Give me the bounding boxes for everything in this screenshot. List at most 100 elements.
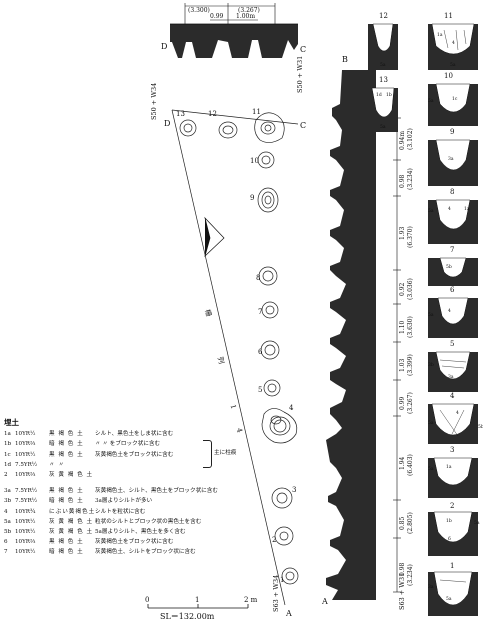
pit11-layer-4: 4 — [452, 40, 455, 46]
legend-brace-note: 主に柱痕 — [214, 450, 237, 456]
pit-plan-11 — [254, 112, 285, 143]
pit8-layer-4: 4 — [448, 206, 451, 212]
pit4-layer-5a: 5a — [428, 420, 434, 426]
pit13-layer-1b: 1b — [386, 92, 392, 98]
pit8-layer-1a: 1a — [464, 206, 470, 212]
dim-ab-2: (3.102) — [407, 128, 414, 150]
pit1-layer-5a: 5a — [446, 596, 452, 602]
pit-plan-13 — [179, 119, 197, 137]
plan-label-a: A — [285, 609, 292, 618]
pit-section-number-3: 3 — [450, 446, 454, 454]
dim-ab-10: (3.630) — [407, 316, 414, 338]
pit-plan-9 — [257, 187, 279, 213]
pit-number-7: 7 — [258, 308, 262, 316]
scale-bar: 0 1 2 m SL＝132.00m — [145, 596, 258, 621]
pit8-layer-5a: 5a — [428, 208, 434, 214]
section-ab-dimension-line — [393, 117, 401, 593]
pit5-layer-3a: 3a — [448, 374, 454, 380]
pit6-layer-4: 4 — [448, 308, 451, 314]
pit-section-number-10: 10 — [444, 72, 453, 80]
plan-label-d: D — [164, 119, 170, 128]
pit-section-3 — [428, 457, 478, 498]
dim-ab-8: (3.036) — [407, 278, 414, 300]
pit11-layer-1a: 1a — [437, 32, 443, 38]
section-ab: B A 0.94m (3.102) 0.98 (3.234) 1.93 (6.3… — [321, 55, 414, 606]
plan-pit-numbers: 1 2 3 4 5 6 7 8 9 10 11 12 13 — [176, 108, 296, 584]
dim-ab-7: 0.92 — [399, 282, 406, 296]
pit-section-number-5: 5 — [450, 340, 454, 348]
dim-ab-19: 0.98 — [399, 562, 406, 576]
dim-ab-1: 0.94m — [399, 131, 406, 150]
section-ab-label-a: A — [321, 597, 328, 606]
pit-plan-5 — [263, 379, 281, 397]
pit7-layer-5b: 5b — [446, 264, 452, 270]
pit-number-2: 2 — [272, 536, 276, 544]
pit-section-number-12: 12 — [379, 12, 388, 20]
pit-number-11: 11 — [252, 108, 261, 116]
section-ab-profile — [326, 70, 376, 600]
pit9-layer-3a: 3a — [448, 156, 454, 162]
pit-section-1 — [428, 571, 478, 616]
section-cd-label-c: C — [300, 45, 306, 54]
pit13-layer-5a: 5a — [380, 124, 386, 130]
dim-cd-2: 0.99 — [210, 13, 224, 20]
pit-plan-10 — [257, 151, 275, 169]
dim-ab-17: 0.85 — [399, 516, 406, 530]
dim-cd-1: (3.300) — [188, 7, 210, 14]
pit-number-6: 6 — [258, 348, 263, 356]
dim-ab-15: 1.94 — [399, 456, 406, 470]
pit-plan-1 — [281, 567, 299, 585]
pit-section-8 — [428, 199, 478, 244]
plan-label-c: C — [300, 121, 306, 130]
pit-number-3: 3 — [292, 486, 296, 494]
pit-section-10 — [428, 83, 478, 126]
dim-ab-16: (6.403) — [407, 454, 414, 476]
dim-ab-14: (3.267) — [407, 392, 414, 414]
dim-ab-5: 1.93 — [399, 226, 406, 240]
dim-ab-12: (3.399) — [407, 354, 414, 376]
pit10-layer-1c: 1c — [452, 96, 458, 102]
pit-number-10: 10 — [250, 157, 259, 165]
section-ab-dimensions: 0.94m (3.102) 0.98 (3.234) 1.93 (6.370) … — [399, 128, 414, 586]
north-arrow-icon — [204, 216, 225, 258]
pit5-layer-3b: 3b — [428, 362, 434, 368]
section-ab-label-b: B — [342, 55, 348, 64]
pit4-layer-4: 4 — [456, 410, 459, 416]
grid-label-se: S63 + W31 — [398, 573, 406, 610]
pit-section-number-8: 8 — [450, 188, 454, 196]
pit11-layer-5a: 5a — [450, 62, 456, 68]
elevation-label: SL＝132.00m — [160, 612, 215, 621]
pit-sections: 12 5a 13 1d 1b 5a 11 1a 4 5a 10 5a 1c — [368, 12, 483, 616]
pit3-layer-5a: 5a — [428, 466, 434, 472]
pit-section-7 — [428, 257, 478, 286]
pit-number-9: 9 — [250, 194, 254, 202]
pit-section-5 — [428, 351, 478, 392]
dim-cd-3: (3.267) — [238, 7, 260, 14]
pit-section-number-1: 1 — [450, 562, 454, 570]
pit-number-5: 5 — [258, 386, 262, 394]
plan-pits — [179, 112, 299, 585]
pit-section-2 — [428, 511, 478, 556]
pit-plan-6 — [260, 340, 280, 360]
pit12-layer-5a: 5a — [380, 62, 386, 68]
pit-section-number-2: 2 — [450, 502, 454, 510]
pit-section-6 — [428, 297, 478, 338]
pit-plan-8 — [258, 266, 278, 286]
pit-number-1: 1 — [280, 576, 284, 584]
dim-ab-20: (3.234) — [407, 564, 414, 586]
dim-ab-3: 0.98 — [399, 174, 406, 188]
dim-ab-6: (6.370) — [407, 226, 414, 248]
grid-label-nw: S50 + W34 — [150, 83, 158, 120]
grid-label-sw: S63 + W34 — [272, 575, 280, 612]
pit-section-number-9: 9 — [450, 128, 454, 136]
section-cd: (3.300) 0.99 (3.267) 1.00m D C — [161, 3, 306, 58]
